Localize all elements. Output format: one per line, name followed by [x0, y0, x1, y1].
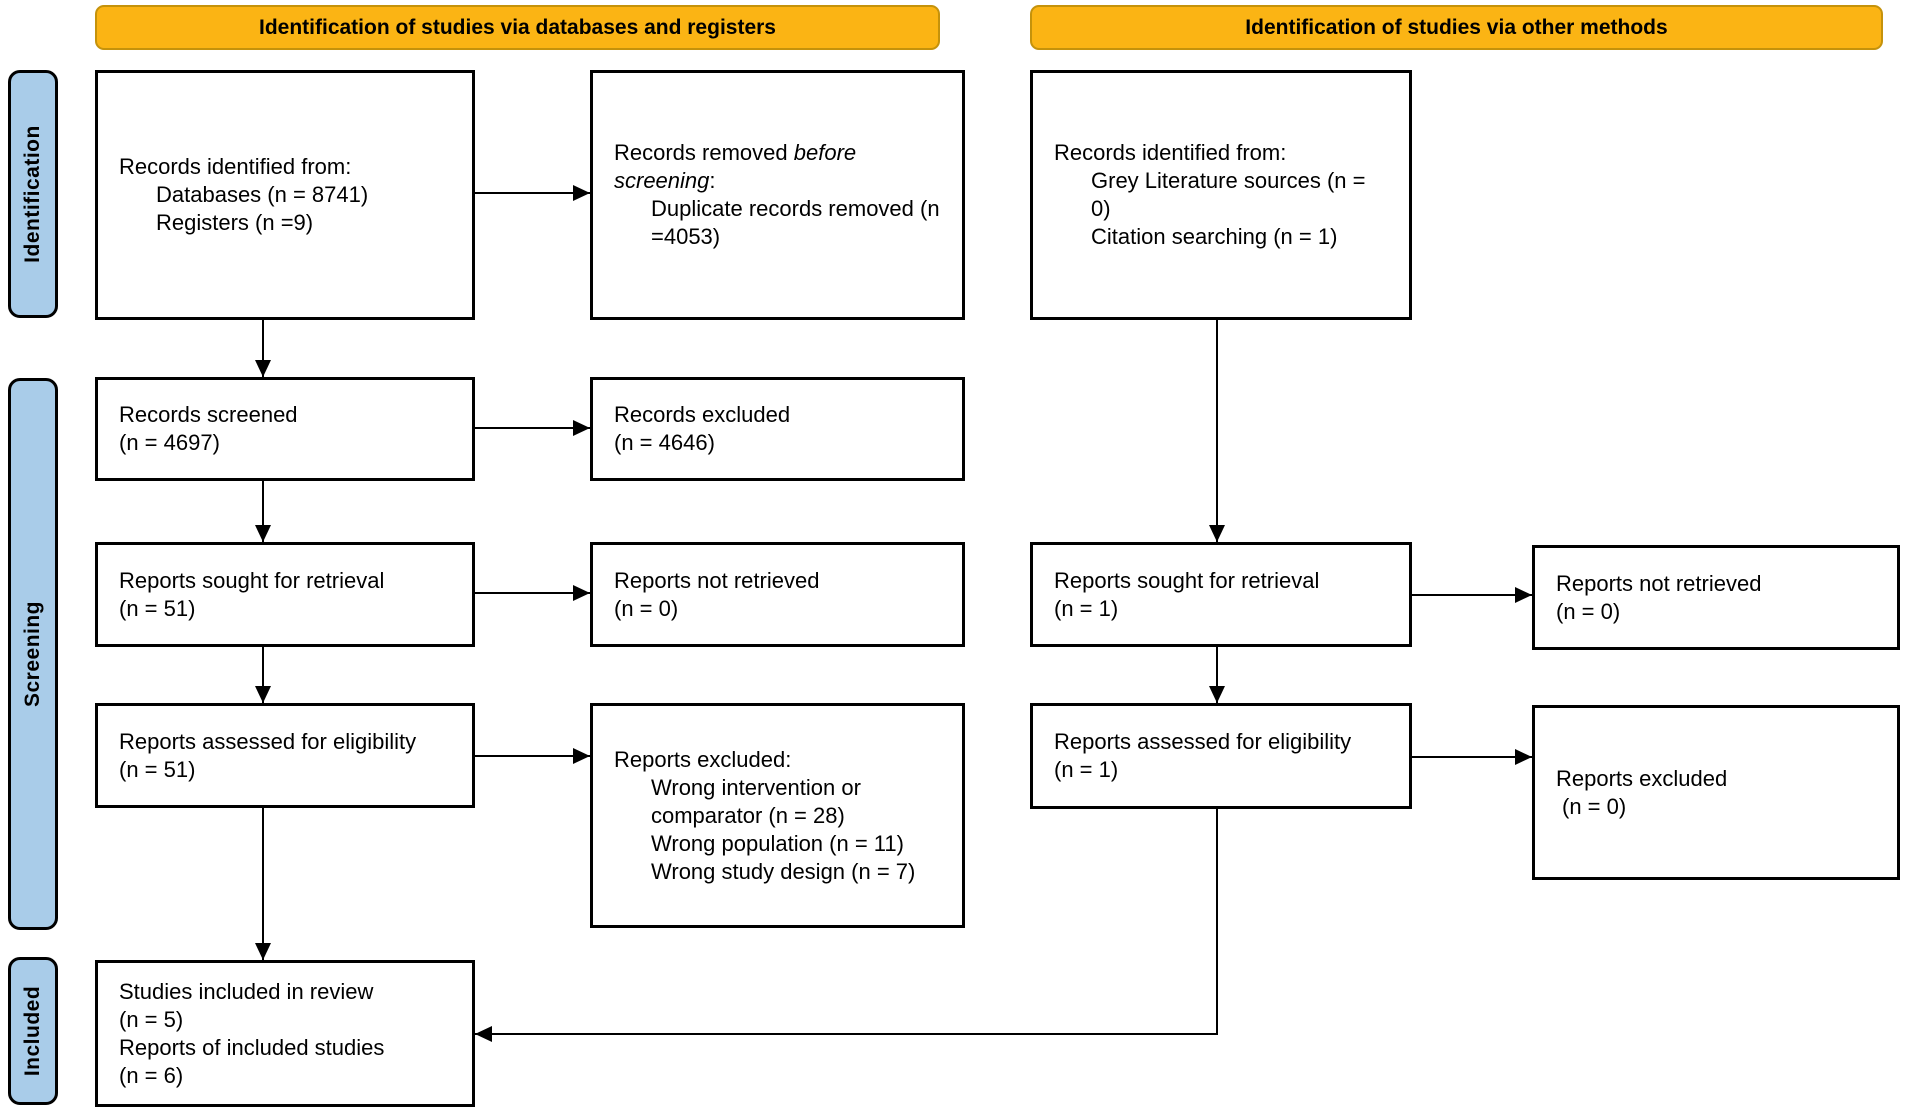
records-removed-pre: Records removed: [614, 140, 794, 165]
reports-assessed-other-count: (n = 1): [1054, 757, 1119, 782]
box-reports-not-retrieved-other: Reports not retrieved (n = 0): [1532, 545, 1900, 650]
records-removed-italic-before: before: [793, 140, 857, 165]
reports-excluded-db-reason2: Wrong population (n = 11): [651, 830, 904, 856]
grey-literature-line1: Grey Literature sources (n =: [1091, 168, 1366, 193]
box-records-excluded: Records excluded (n = 4646): [590, 377, 965, 481]
box-records-screened: Records screened (n = 4697): [95, 377, 475, 481]
box-reports-assessed-other: Reports assessed for eligibility (n = 1): [1030, 703, 1412, 809]
arrow-identified-other-to-sought: [1216, 320, 1218, 542]
banner-other-methods-label: Identification of studies via other meth…: [1245, 15, 1668, 39]
records-identified-registers: Registers (n =9): [156, 210, 314, 235]
box-reports-sought-other: Reports sought for retrieval (n = 1): [1030, 542, 1412, 647]
arrow-sought-to-not-retrieved-db: [475, 592, 590, 594]
box-reports-excluded-db: Reports excluded: Wrong intervention or …: [590, 703, 965, 928]
records-identified-databases: Databases (n = 8741): [156, 182, 369, 207]
reports-included-label: Reports of included studies: [119, 1034, 385, 1060]
reports-assessed-other-label: Reports assessed for eligibility: [1054, 729, 1352, 754]
reports-not-retrieved-db-count: (n = 0): [614, 595, 679, 621]
box-reports-sought-db: Reports sought for retrieval (n = 51): [95, 542, 475, 647]
records-removed-title-line1: Records removed before: [614, 139, 952, 167]
records-removed-italic-screening: screening: [614, 168, 710, 193]
box-records-removed-before-screening: Records removed before screening: Duplic…: [590, 70, 965, 320]
box-records-identified-other: Records identified from: Grey Literature…: [1030, 70, 1412, 320]
box-records-identified-databases: Records identified from: Databases (n = …: [95, 70, 475, 320]
arrow-sought-to-assessed-other: [1216, 647, 1218, 703]
reports-excluded-other-count: (n = 0): [1562, 793, 1627, 819]
arrow-assessed-to-excluded-other: [1412, 756, 1532, 758]
grey-literature-line2: 0): [1091, 196, 1111, 221]
records-removed-title-line2: screening:: [614, 167, 952, 195]
reports-sought-other-label: Reports sought for retrieval: [1054, 567, 1320, 593]
banner-other-methods: Identification of studies via other meth…: [1030, 5, 1883, 50]
reports-included-count: (n = 6): [119, 1062, 184, 1088]
arrow-identified-to-removed: [475, 192, 590, 194]
banner-databases-registers: Identification of studies via databases …: [95, 5, 940, 50]
records-removed-colon: :: [709, 168, 716, 193]
stage-screening-label: Screening: [21, 600, 45, 708]
studies-included-label: Studies included in review: [119, 978, 374, 1004]
stage-screening: Screening: [8, 378, 58, 930]
reports-sought-db-label: Reports sought for retrieval: [119, 567, 385, 593]
reports-not-retrieved-other-count: (n = 0): [1556, 598, 1621, 624]
stage-identification-label: Identification: [21, 125, 45, 263]
duplicates-removed-line2: =4053): [651, 224, 721, 249]
studies-included-count: (n = 5): [119, 1006, 184, 1032]
reports-not-retrieved-other-label: Reports not retrieved: [1556, 570, 1762, 596]
records-excluded-count: (n = 4646): [614, 430, 715, 455]
arrow-sought-to-not-retrieved-other: [1412, 594, 1532, 596]
records-identified-title: Records identified from:: [119, 154, 352, 179]
box-reports-not-retrieved-db: Reports not retrieved (n = 0): [590, 542, 965, 647]
reports-excluded-db-reason1-line2: comparator (n = 28): [651, 802, 845, 828]
box-reports-assessed-db: Reports assessed for eligibility (n = 51…: [95, 703, 475, 808]
reports-assessed-db-count: (n = 51): [119, 756, 196, 782]
reports-sought-other-count: (n = 1): [1054, 595, 1119, 621]
reports-assessed-db-label: Reports assessed for eligibility: [119, 728, 417, 754]
arrow-identified-to-screened: [262, 320, 264, 377]
duplicates-removed-line1: Duplicate records removed (n: [651, 196, 940, 221]
arrow-assessed-other-to-included-horizontal: [475, 1033, 1218, 1035]
arrow-screened-to-sought: [262, 481, 264, 542]
records-identified-other-title: Records identified from:: [1054, 140, 1287, 165]
arrow-screened-to-excluded: [475, 427, 590, 429]
banner-databases-registers-label: Identification of studies via databases …: [259, 15, 776, 39]
records-screened-count: (n = 4697): [119, 430, 220, 455]
stage-included: Included: [8, 957, 58, 1105]
arrow-assessed-to-excluded-db: [475, 755, 590, 757]
stage-included-label: Included: [21, 985, 44, 1077]
stage-identification: Identification: [8, 70, 58, 318]
box-studies-included: Studies included in review (n = 5) Repor…: [95, 960, 475, 1107]
records-screened-label: Records screened: [119, 402, 298, 427]
reports-excluded-db-reason1-line1: Wrong intervention or: [651, 774, 861, 800]
reports-excluded-db-title: Reports excluded:: [614, 746, 792, 772]
records-excluded-label: Records excluded: [614, 402, 791, 427]
arrow-sought-to-assessed-db: [262, 647, 264, 703]
reports-excluded-db-reason3: Wrong study design (n = 7): [651, 858, 916, 884]
reports-not-retrieved-db-label: Reports not retrieved: [614, 567, 820, 593]
arrow-assessed-to-included: [262, 808, 264, 960]
reports-excluded-other-label: Reports excluded: [1556, 765, 1728, 791]
reports-sought-db-count: (n = 51): [119, 595, 196, 621]
citation-searching: Citation searching (n = 1): [1091, 224, 1338, 249]
box-reports-excluded-other: Reports excluded (n = 0): [1532, 705, 1900, 880]
arrow-assessed-other-to-included-vertical: [1216, 809, 1218, 1035]
